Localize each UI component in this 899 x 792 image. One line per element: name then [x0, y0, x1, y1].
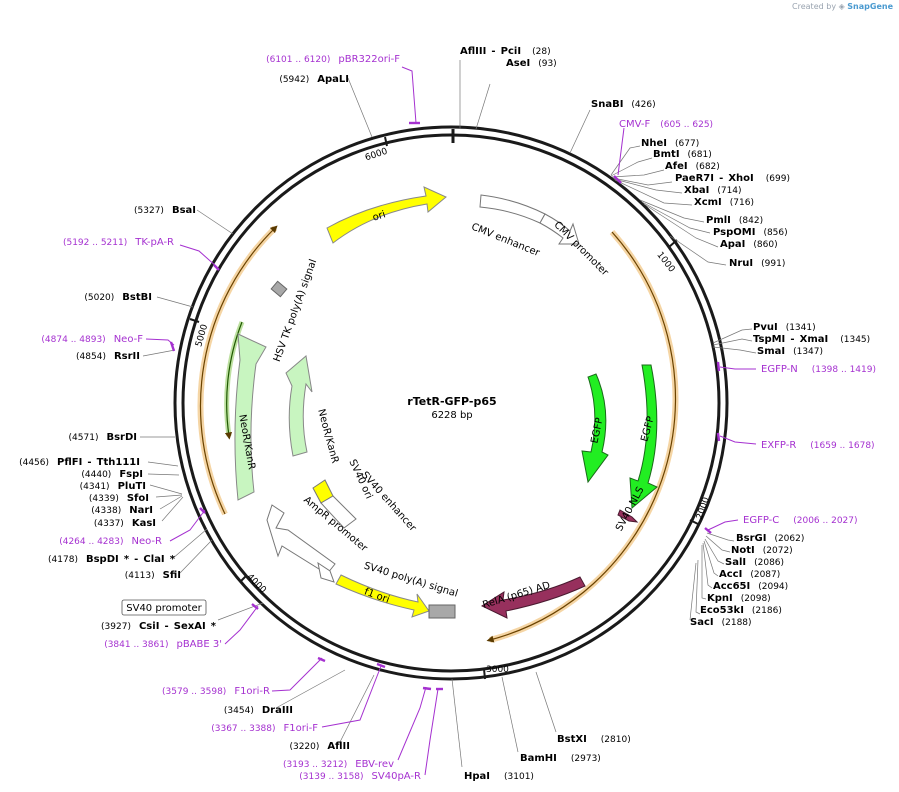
primer-ticks: [169, 121, 721, 691]
site-label: Eco53kI(2186): [700, 605, 782, 616]
feature-neo-outer: NeoR/KanR: [234, 333, 267, 501]
feature-egfp-outer: EGFP: [629, 364, 658, 510]
site-label: KpnI(2098): [707, 593, 771, 604]
site-label: NheI(677): [641, 138, 699, 149]
backbone: [173, 125, 729, 681]
site-label: Acc65I(2094): [713, 581, 788, 592]
site-label: (4113)SfiI: [125, 570, 181, 581]
feature-sv40-enh-label: SV40 enhancer: [359, 470, 419, 535]
site-label: XcmI(716): [694, 197, 754, 208]
primer-label: (6101 .. 6120)pBR322ori-F: [266, 54, 400, 65]
site-label: ApaI(860): [720, 239, 778, 250]
primer-label: (3579 .. 3598)F1ori-R: [162, 686, 270, 697]
orf-arcs: [197, 225, 679, 643]
feature-ori-label: ori: [371, 209, 387, 223]
site-label: (4338)NarI: [91, 505, 153, 516]
feature-hsv-tk-polya: HSV TK poly(A) signal: [270, 258, 319, 364]
site-label: (3220)AflII: [289, 741, 350, 752]
site-label: (4854)RsrII: [76, 351, 140, 362]
feature-egfp-inner: EGFP: [581, 373, 609, 484]
primer-label: (3193 .. 3212)EBV-rev: [283, 759, 394, 770]
primer-label: (4874 .. 4893)Neo-F: [41, 334, 143, 345]
tick-2000: 2000: [695, 496, 712, 521]
primer-label: CMV-F(605 .. 625): [619, 119, 713, 130]
site-label: AfeI(682): [665, 161, 720, 172]
primer-label: (5192 .. 5211)TK-pA-R: [63, 237, 174, 248]
plasmid-size: 6228 bp: [431, 410, 472, 421]
snapgene-credit: Created by ◈ SnapGene: [792, 2, 893, 11]
site-label: PmlI(842): [706, 215, 763, 226]
site-label: HpaI(3101): [464, 771, 534, 782]
site-leaders: [140, 60, 757, 768]
snapgene-logo-icon: ◈: [838, 2, 845, 11]
feature-hsv-tk-label: HSV TK poly(A) signal: [272, 258, 319, 364]
credit-prefix: Created by: [792, 2, 837, 11]
site-label: AseI(93): [506, 58, 557, 69]
tick-marks: [189, 136, 699, 680]
site-label: SalI(2086): [725, 557, 784, 568]
site-label: (4456)PflFI - Tth111I: [19, 450, 140, 469]
feature-f1-ori-label: f1 ori: [363, 587, 391, 606]
tick-3000: 3000: [486, 665, 509, 675]
site-label: BstXI(2810): [557, 734, 631, 745]
primer-label: EGFP-N(1398 .. 1419): [761, 364, 876, 375]
feature-neo-inner-label: NeoR/KanR: [315, 408, 340, 465]
site-label: (4178)BspDI * - ClaI *: [48, 547, 176, 566]
site-label: AccI(2087): [719, 569, 780, 580]
site-label: (3927)CsiI - SexAI *: [101, 614, 217, 633]
site-label: (5942)ApaLI: [279, 74, 349, 85]
primer-label: (3139 .. 3158)SV40pA-R: [299, 771, 421, 782]
sv40-promoter-box: SV40 promoter: [121, 599, 207, 616]
site-label: (4337)KasI: [94, 518, 156, 529]
primer-label: (3841 .. 3861)pBABE 3': [104, 639, 222, 650]
site-label: NruI(991): [729, 258, 785, 269]
plasmid-name: rTetR-GFP-p65: [407, 395, 496, 408]
primer-markers: [145, 66, 757, 776]
site-labels-left: (3220)AflII (3454)DraIII (3927)CsiI - Se…: [19, 74, 350, 752]
site-label: SnaBI(426): [591, 99, 656, 110]
primer-label: EXFP-R(1659 .. 1678): [761, 440, 875, 451]
primer-label: (3367 .. 3388)F1ori-F: [211, 723, 318, 734]
feature-neo-inner: NeoR/KanR: [285, 355, 340, 465]
feature-ori: ori: [326, 186, 447, 244]
site-label: (4339)SfoI: [89, 493, 149, 504]
site-label: (3454)DraIII: [224, 705, 293, 716]
site-labels: AflIII - PciI (28) AseI(93) SnaBI(426) N…: [460, 39, 870, 782]
site-label: AflIII - PciI (28): [460, 39, 551, 58]
feature-rela: RelA (p65) AD: [480, 576, 586, 619]
feature-cmv-enhancer: CMV enhancer: [470, 194, 546, 260]
feature-ampr-promoter: AmpR promoter: [266, 495, 370, 583]
site-label: SacI(2188): [690, 617, 752, 628]
credit-brand: SnapGene: [847, 2, 893, 11]
primer-label: (4264 .. 4283)Neo-R: [59, 536, 162, 547]
feature-cmv-enhancer-label: CMV enhancer: [470, 222, 542, 260]
sv40-promoter-label: SV40 promoter: [126, 603, 202, 614]
site-label: (5327)BsaI: [134, 205, 196, 216]
site-label: TspMI - XmaI(1345): [753, 327, 870, 346]
site-label: PaeR7I - XhoI(699): [675, 166, 790, 185]
site-label: XbaI(714): [684, 185, 742, 196]
site-label: (4571)BsrDI: [69, 432, 137, 443]
site-label: NotI(2072): [731, 545, 793, 556]
site-label: PvuI(1341): [753, 322, 816, 333]
site-label: (4341)PluTI: [80, 481, 146, 492]
site-label: BamHI(2973): [520, 753, 601, 764]
site-label: (4440)FspI: [81, 469, 143, 480]
site-label: BsrGI(2062): [736, 533, 804, 544]
site-label: PspOMI(856): [713, 227, 788, 238]
feature-cmv-promoter-label: CMV promoter: [551, 220, 610, 279]
primer-labels: (6101 .. 6120)pBR322ori-F CMV-F(605 .. 6…: [41, 54, 876, 782]
feature-egfp-inner-label: EGFP: [589, 417, 605, 445]
site-label: (5020)BstBI: [84, 292, 152, 303]
feature-cmv-promoter: CMV promoter: [539, 213, 611, 279]
site-label: SmaI(1347): [757, 346, 823, 357]
site-label: BmtI(681): [653, 149, 712, 160]
primer-label: EGFP-C(2006 .. 2027): [743, 515, 858, 526]
